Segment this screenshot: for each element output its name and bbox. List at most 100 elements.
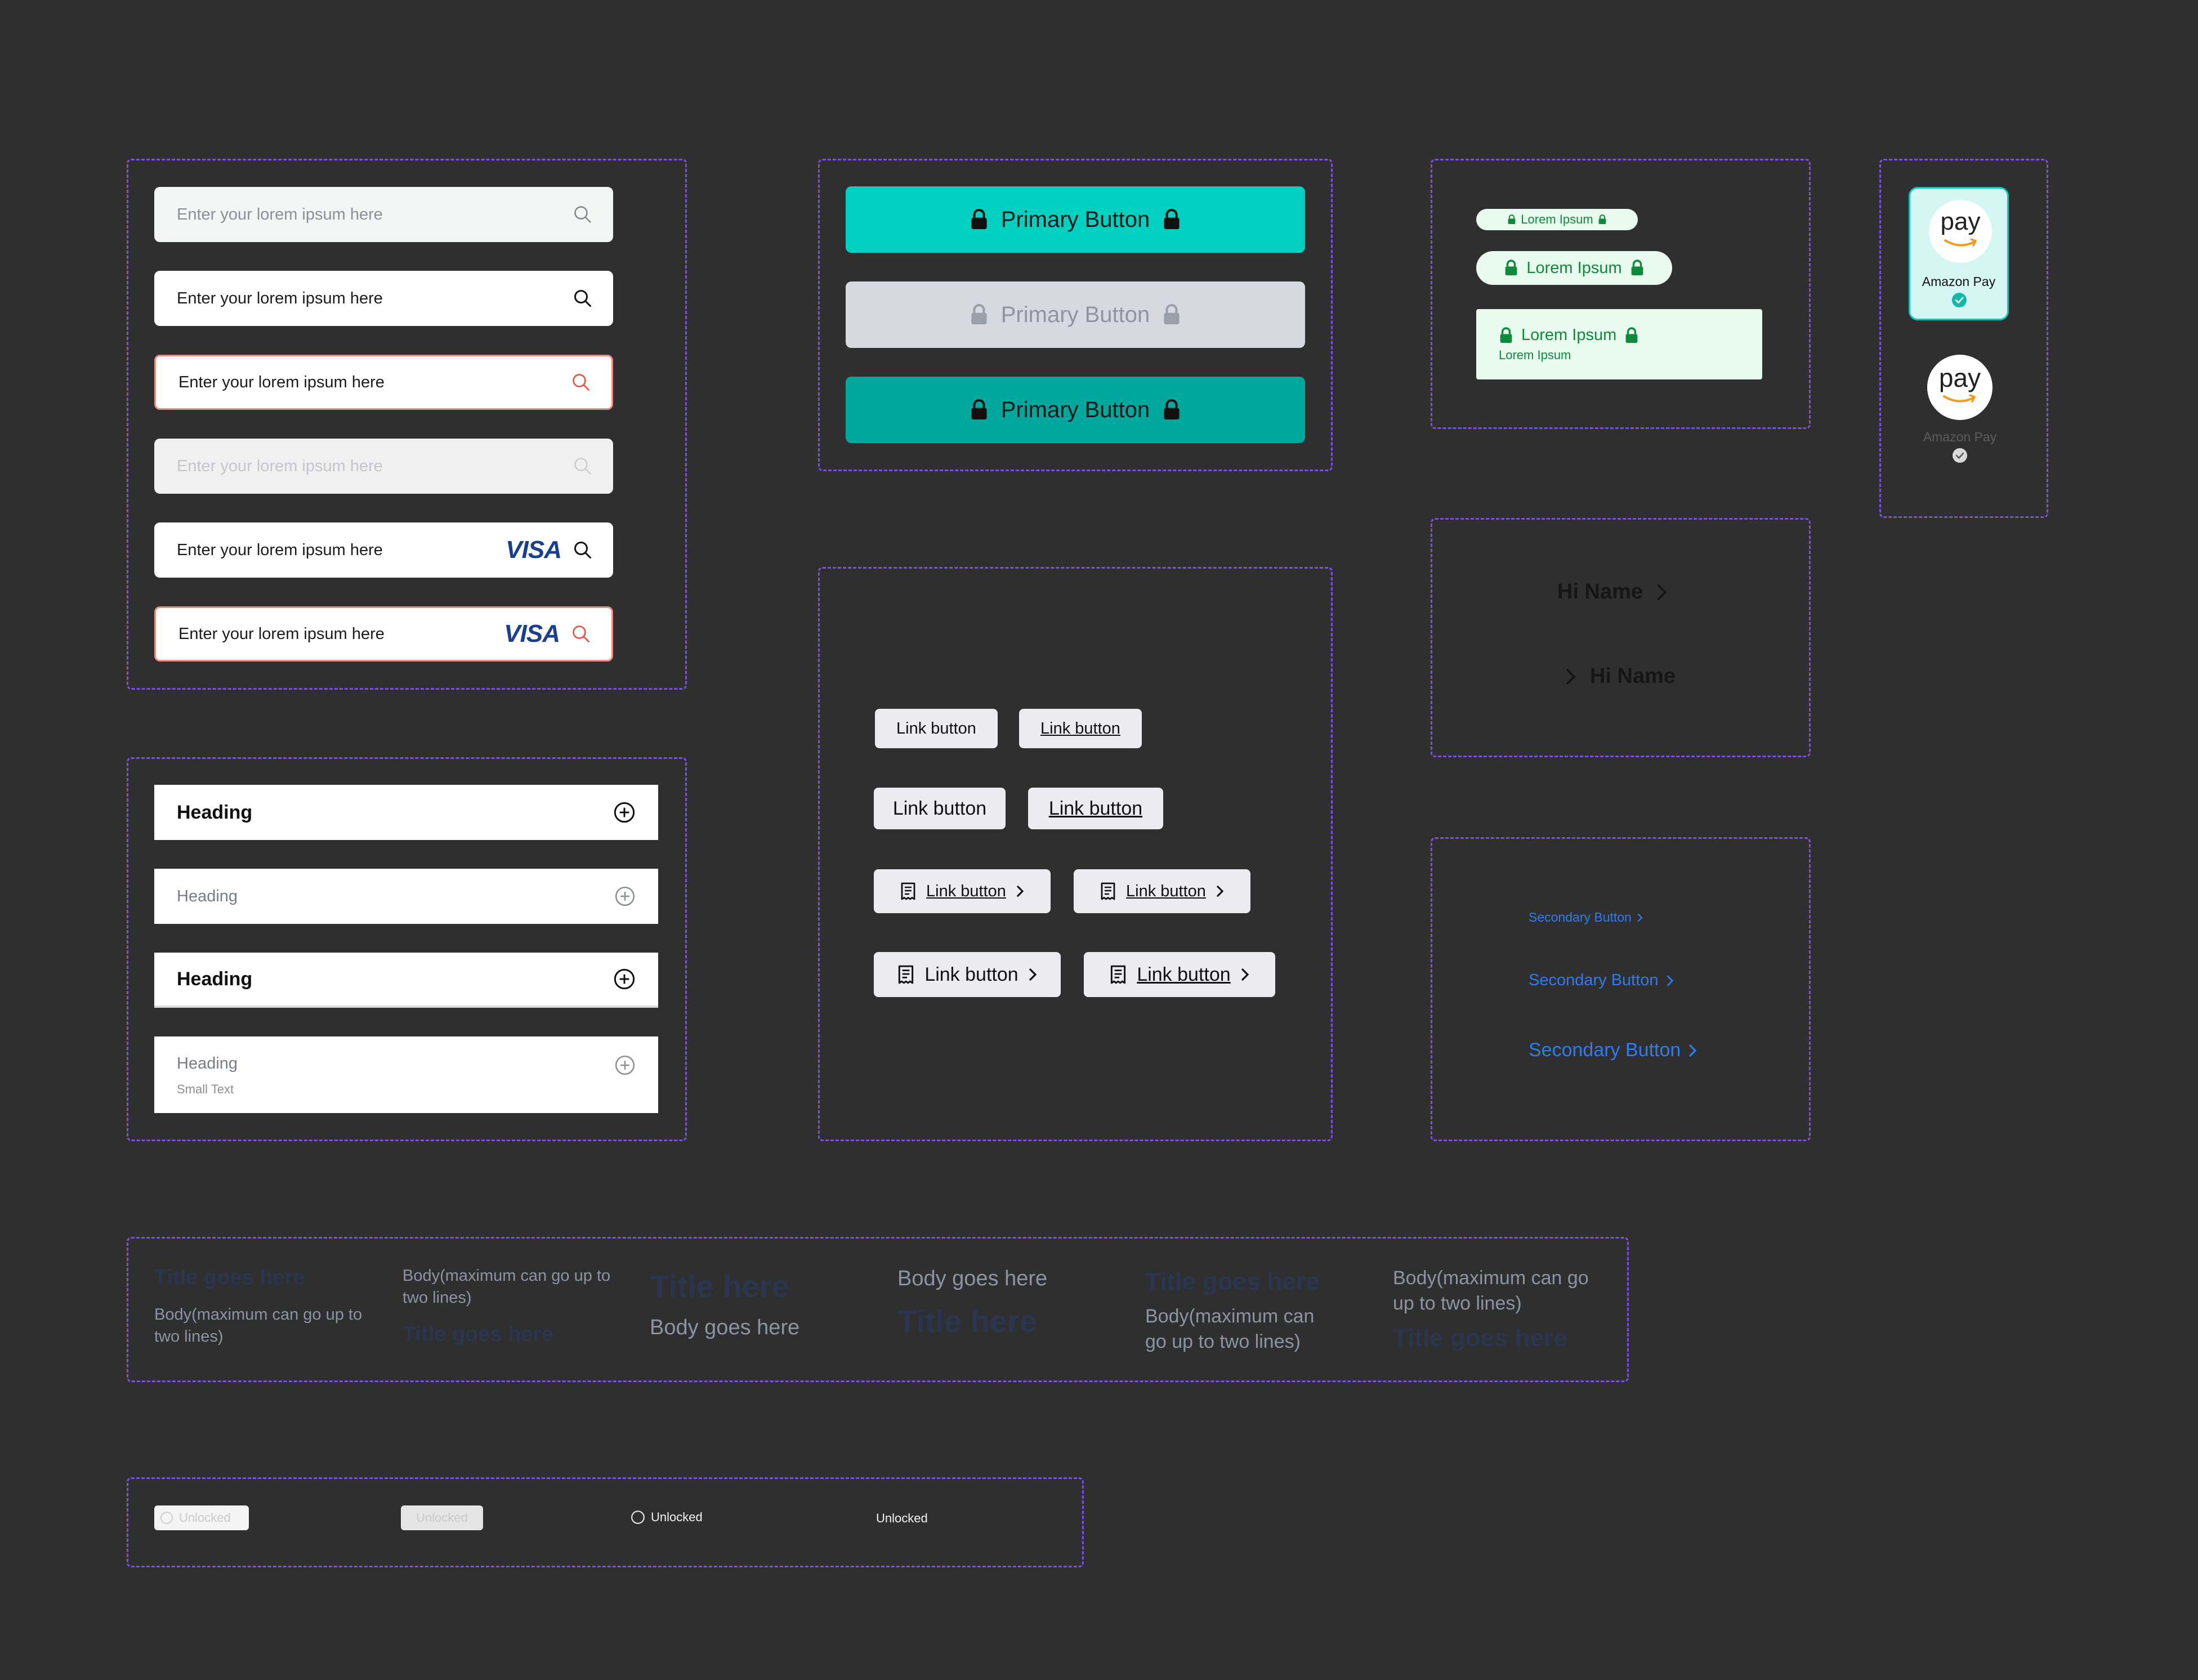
unlocked-frame [127, 1477, 1084, 1567]
amazon-pay-card-selected[interactable]: pay Amazon Pay [1909, 187, 2009, 320]
search-input-active[interactable]: Enter your lorem ipsum here [154, 271, 613, 326]
unlocked-label: Unlocked [876, 1511, 928, 1525]
tags-frame [1431, 159, 1811, 429]
receipt-icon [1100, 882, 1116, 901]
search-input-placeholder: Enter your lorem ipsum here [177, 205, 383, 224]
lock-icon [1499, 327, 1513, 344]
secondary-buttons-frame [1431, 837, 1811, 1141]
link-button-with-icons[interactable]: Link button [1074, 869, 1250, 913]
check-circle-icon [1952, 293, 1967, 307]
search-inputs-frame [127, 159, 687, 690]
visa-logo: VISA [506, 536, 562, 564]
search-input-placeholder: Enter your lorem ipsum here [177, 289, 383, 307]
search-icon[interactable] [571, 372, 591, 392]
secondary-button-medium[interactable]: Secondary Button [1529, 971, 1674, 990]
amazon-smile-icon [1944, 238, 1977, 247]
link-button-label: Link button [924, 963, 1018, 985]
plus-circle-icon[interactable] [614, 886, 636, 907]
amazon-pay-card-unselected[interactable]: pay Amazon Pay [1909, 346, 2009, 473]
tag-label: Lorem Ipsum [1521, 212, 1593, 226]
unlocked-radio[interactable]: Unlocked [631, 1510, 703, 1525]
search-input-disabled: Enter your lorem ipsum here [154, 439, 613, 494]
search-icon[interactable] [573, 540, 593, 560]
accordion-item[interactable]: Heading [154, 953, 658, 1008]
lock-icon [1162, 209, 1181, 230]
primary-button-pressed[interactable]: Primary Button [846, 377, 1305, 443]
radio-icon [160, 1511, 173, 1525]
lock-icon [1598, 215, 1607, 225]
search-input-placeholder: Enter your lorem ipsum here [177, 457, 383, 475]
plus-circle-icon[interactable] [613, 968, 636, 990]
receipt-icon [900, 882, 916, 901]
search-input-card-error[interactable]: Enter your lorem ipsum here VISA [154, 606, 613, 662]
greeting-leading-chevron[interactable]: Hi Name [1565, 664, 1676, 689]
primary-button-default[interactable]: Primary Button [846, 186, 1305, 253]
amazon-pay-logo: pay [1929, 200, 1992, 263]
unlocked-chip[interactable]: Unlocked [401, 1505, 483, 1530]
lock-icon [1504, 260, 1518, 276]
lock-icon [1630, 260, 1645, 276]
search-input-card[interactable]: Enter your lorem ipsum here VISA [154, 522, 613, 578]
link-button[interactable]: Link button [874, 788, 1006, 829]
amazon-pay-frame [1879, 159, 2048, 518]
link-button-with-icons[interactable]: Link button [874, 869, 1051, 913]
lock-icon [1507, 215, 1516, 225]
unlocked-text[interactable]: Unlocked [876, 1511, 928, 1526]
link-button-with-icons[interactable]: Link button [1084, 952, 1275, 997]
search-icon[interactable] [571, 624, 591, 644]
visa-logo: VISA [504, 620, 560, 647]
lock-icon [970, 209, 989, 230]
link-button-underlined[interactable]: Link button [1028, 788, 1163, 829]
receipt-icon [1110, 964, 1127, 985]
tag-title: Lorem Ipsum [1521, 326, 1617, 344]
greeting-label: Hi Name [1590, 664, 1676, 688]
accordion-item[interactable]: Heading [154, 869, 658, 924]
accordion-item[interactable]: Heading [154, 785, 658, 840]
link-button-underlined[interactable]: Link button [1019, 709, 1142, 748]
search-input-default[interactable]: Enter your lorem ipsum here [154, 187, 613, 242]
chevron-right-icon [1667, 975, 1674, 987]
primary-button-label: Primary Button [1000, 207, 1150, 232]
text-body: Body goes here [650, 1316, 800, 1339]
text-title: Title goes here [154, 1266, 305, 1289]
tag-subtext: Lorem Ipsum [1499, 348, 1571, 362]
search-icon[interactable] [573, 204, 593, 225]
accordion-item[interactable]: Heading Small Text [154, 1036, 658, 1113]
text-body: Body(maximum can go up to two lines) [154, 1306, 363, 1346]
unlocked-chip-radio[interactable]: Unlocked [154, 1505, 249, 1530]
text-samples-frame [127, 1237, 1629, 1382]
tag-label: Lorem Ipsum [1526, 258, 1622, 277]
chevron-right-icon [1656, 583, 1668, 601]
tag-small: Lorem Ipsum [1476, 209, 1638, 230]
chevron-right-icon [1016, 885, 1024, 897]
search-input-error[interactable]: Enter your lorem ipsum here [154, 355, 613, 410]
link-button-label: Link button [892, 797, 987, 819]
link-button-label: Link button [1048, 797, 1143, 819]
link-button-label: Link button [1137, 963, 1231, 985]
lock-icon [1162, 304, 1181, 325]
text-title: Title goes here [403, 1322, 553, 1346]
text-body: Body(maximum can go up to two lines) [1145, 1306, 1315, 1352]
link-button-with-icons[interactable]: Link button [874, 952, 1061, 997]
secondary-button-large[interactable]: Secondary Button [1529, 1039, 1697, 1061]
greeting-trailing-chevron[interactable]: Hi Name [1557, 580, 1668, 604]
unlocked-label: Unlocked [416, 1511, 468, 1525]
chevron-right-icon [1688, 1043, 1697, 1058]
lock-icon [1162, 399, 1181, 421]
primary-button-label: Primary Button [1000, 397, 1150, 422]
accordion-subtext: Small Text [177, 1082, 234, 1096]
lock-icon [970, 304, 989, 325]
secondary-button-small[interactable]: Secondary Button [1529, 910, 1643, 925]
chevron-right-icon [1637, 913, 1643, 922]
text-body: Body(maximum can go up to two lines) [1393, 1267, 1589, 1314]
primary-button-disabled: Primary Button [846, 282, 1305, 348]
text-body: Body goes here [897, 1267, 1048, 1290]
text-title: Title goes here [1145, 1268, 1320, 1295]
plus-circle-icon[interactable] [613, 801, 636, 824]
accordion-heading: Heading [177, 801, 253, 823]
search-icon[interactable] [573, 288, 593, 309]
link-button[interactable]: Link button [875, 709, 998, 748]
amazon-pay-label: Amazon Pay [1922, 274, 1996, 289]
plus-circle-icon[interactable] [614, 1055, 636, 1076]
lock-icon [1624, 327, 1639, 344]
